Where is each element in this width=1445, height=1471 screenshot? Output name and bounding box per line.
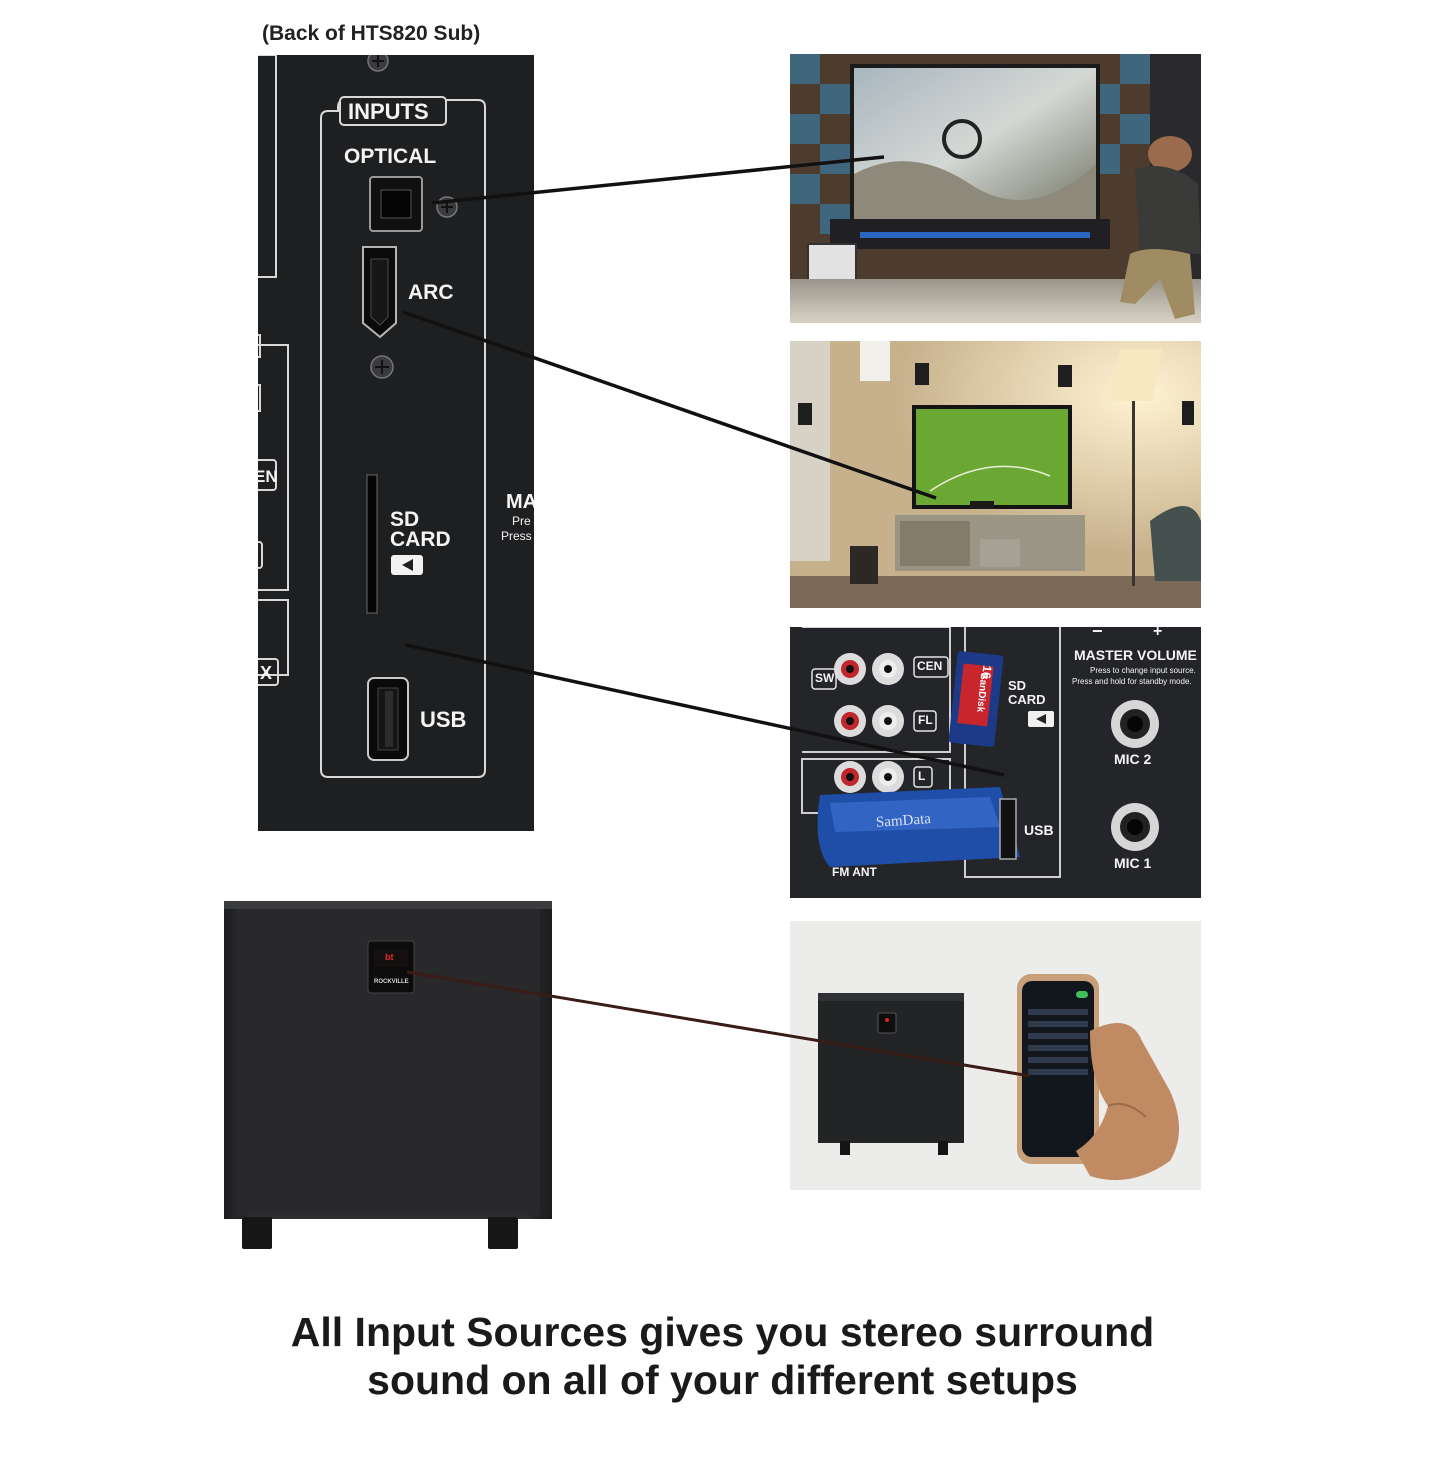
detail-fm-ant-label: FM ANT	[832, 865, 877, 879]
usb-label: USB	[420, 707, 467, 732]
gaming-setup-scene	[790, 54, 1201, 323]
bottom-caption: All Input Sources gives you stereo surro…	[0, 1308, 1445, 1404]
optical-label: OPTICAL	[344, 145, 437, 168]
subwoofer-front-image: bt ROCKVILLE	[222, 899, 554, 1250]
detail-mic1-label: MIC 1	[1114, 855, 1152, 871]
gaming-setup-photo	[790, 54, 1201, 323]
back-panel-caption: (Back of HTS820 Sub)	[262, 22, 481, 45]
detail-master-volume-label: MASTER VOLUME	[1074, 647, 1197, 663]
detail-sd-card-size: 16	[979, 664, 995, 680]
inputs-label: INPUTS	[348, 99, 429, 124]
bottom-caption-line1: All Input Sources gives you stereo surro…	[290, 1309, 1155, 1355]
sd-card-label: SD CARD	[390, 508, 451, 551]
edge-fragment-x: X	[260, 663, 273, 683]
sub-brand-logo: ROCKVILLE	[374, 979, 409, 985]
edge-fragment-pre: Pre	[512, 514, 531, 528]
sd-label-line1: SD	[390, 508, 420, 531]
detail-sd-card-label: SD CARD	[1008, 679, 1046, 707]
detail-master-volume-sub2: Press and hold for standby mode.	[1072, 677, 1192, 686]
detail-l-label: L	[918, 769, 926, 783]
living-room-scene	[790, 341, 1201, 608]
back-panel-artwork	[258, 55, 486, 778]
detail-sw-label: SW	[815, 671, 835, 685]
detail-fl-label: FL	[918, 713, 933, 727]
back-panel-image: INPUTS OPTICAL ARC SD CARD USB EN X MA P…	[258, 55, 534, 831]
detail-usb-label: USB	[1024, 822, 1054, 838]
edge-fragment-en: EN	[258, 467, 278, 486]
subwoofer-phone-scene	[790, 921, 1201, 1190]
sd-label-line2: CARD	[390, 528, 451, 551]
detail-sd-line1: SD	[1008, 678, 1027, 693]
detail-minus-label: −	[1092, 627, 1103, 641]
edge-fragment-ma: MA	[506, 491, 534, 513]
panel-detail-photo: MASTER VOLUME Press to change input sour…	[790, 627, 1201, 898]
subwoofer-phone-photo	[790, 921, 1201, 1190]
living-room-photo	[790, 341, 1201, 608]
detail-cen-label: CEN	[917, 659, 943, 673]
detail-sd-line2: CARD	[1008, 692, 1046, 707]
arc-label: ARC	[408, 281, 454, 304]
edge-fragment-press: Press	[501, 529, 532, 543]
bottom-caption-line2: sound on all of your different setups	[367, 1357, 1078, 1403]
sub-display-readout: bt	[385, 952, 394, 962]
detail-plus-label: +	[1153, 627, 1163, 640]
detail-mic2-label: MIC 2	[1114, 751, 1152, 767]
detail-master-volume-sub1: Press to change input source.	[1090, 666, 1196, 675]
